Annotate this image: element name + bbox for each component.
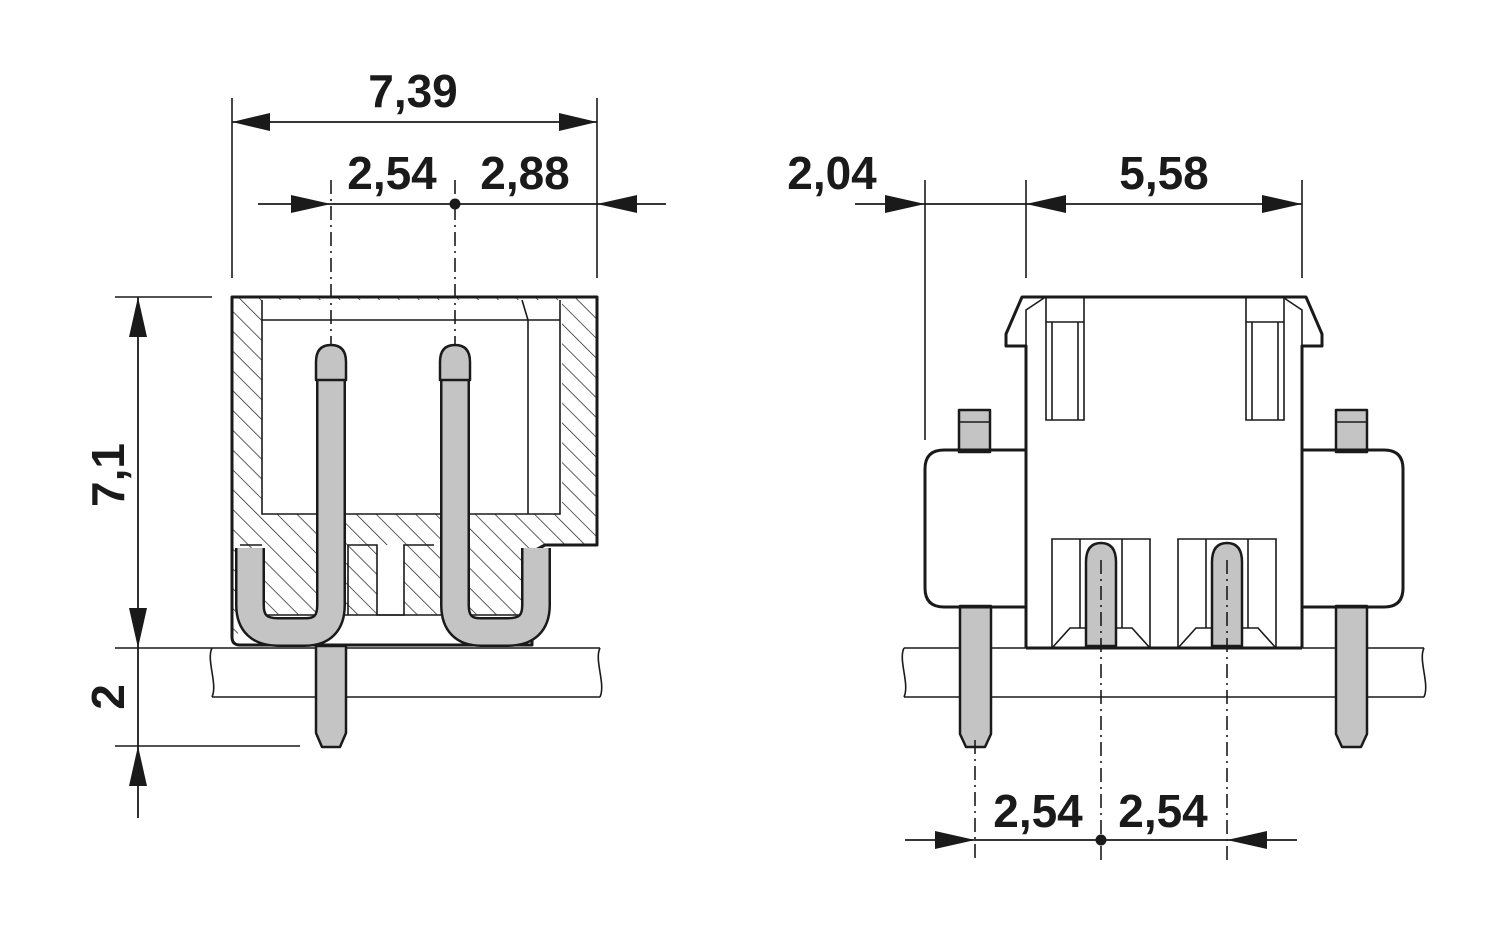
side-pins <box>235 343 551 749</box>
front-view: 2,04 5,58 2,54 2,54 <box>787 147 1427 860</box>
connector-body <box>923 295 1405 650</box>
side-width-label: 7,39 <box>368 65 458 117</box>
side-pin-length-label: 2 <box>82 684 134 710</box>
front-width-label: 5,58 <box>1119 147 1209 199</box>
side-pitch-label: 2,54 <box>347 147 437 199</box>
side-offset-label: 2,88 <box>480 147 570 199</box>
front-pitch-left-label: 2,54 <box>993 785 1083 837</box>
mounting-pins <box>957 408 1369 749</box>
front-offset-label: 2,04 <box>787 147 877 199</box>
side-height-label: 7,1 <box>82 443 134 507</box>
front-pitch-right-label: 2,54 <box>1118 785 1208 837</box>
pcb-board-left <box>209 647 603 698</box>
front-contacts <box>1084 541 1244 648</box>
side-section-view: 7,39 2,54 2,88 7,1 2 <box>82 65 666 818</box>
